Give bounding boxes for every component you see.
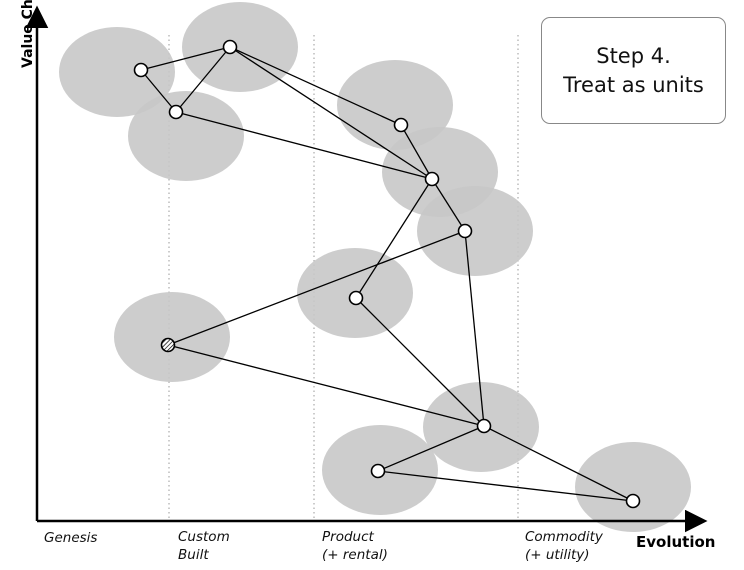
component-node [168,104,184,120]
link-line [140,69,177,113]
stage-label-line1: Commodity [525,529,603,545]
stage-label-line1: Custom [178,529,230,545]
x-axis-label: Evolution [636,533,716,551]
unit-blob [417,186,533,276]
component-node [424,171,440,187]
stage-product: Product (+ rental) [322,528,388,564]
component-nodes [133,39,641,509]
dependency-links [140,46,634,502]
stage-commodity: Commodity (+ utility) [525,528,603,564]
user-need-node [160,337,176,353]
unit-blob [114,292,230,382]
link-line [377,470,634,502]
link-line [140,46,231,71]
component-node [476,418,492,434]
unit-blob [182,2,298,92]
link-line [175,111,433,180]
link-line [400,124,433,180]
component-node [457,223,473,239]
link-line [431,178,466,232]
link-line [355,297,485,427]
component-node [133,62,149,78]
component-node [625,493,641,509]
component-node [348,290,364,306]
link-line [229,46,402,126]
link-line [355,178,433,299]
link-line [464,230,485,427]
stage-label-line2: (+ utility) [525,547,590,563]
unit-blob [59,27,175,117]
unit-blob [575,442,691,532]
stage-custom-built: Custom Built [178,528,230,564]
stage-genesis: Genesis [44,529,97,547]
unit-blob [128,91,244,181]
component-node [222,39,238,55]
unit-blob [337,60,453,150]
link-line [167,344,485,427]
stage-label-line2: Built [178,547,209,563]
step-callout: Step 4. Treat as units [541,17,726,124]
link-line [175,46,231,113]
stage-label-line1: Product [322,529,374,545]
stage-label-line2: (+ rental) [322,547,388,563]
y-axis-label: Value Chain [20,0,36,68]
link-line [483,425,634,502]
step-title: Step 4. [596,43,671,68]
component-node [393,117,409,133]
link-line [229,46,433,180]
link-line [377,425,485,472]
step-subtitle: Treat as units [563,72,704,97]
stage-label-line1: Genesis [44,530,98,546]
axes [25,5,708,533]
link-line [167,230,466,346]
component-node [370,463,386,479]
